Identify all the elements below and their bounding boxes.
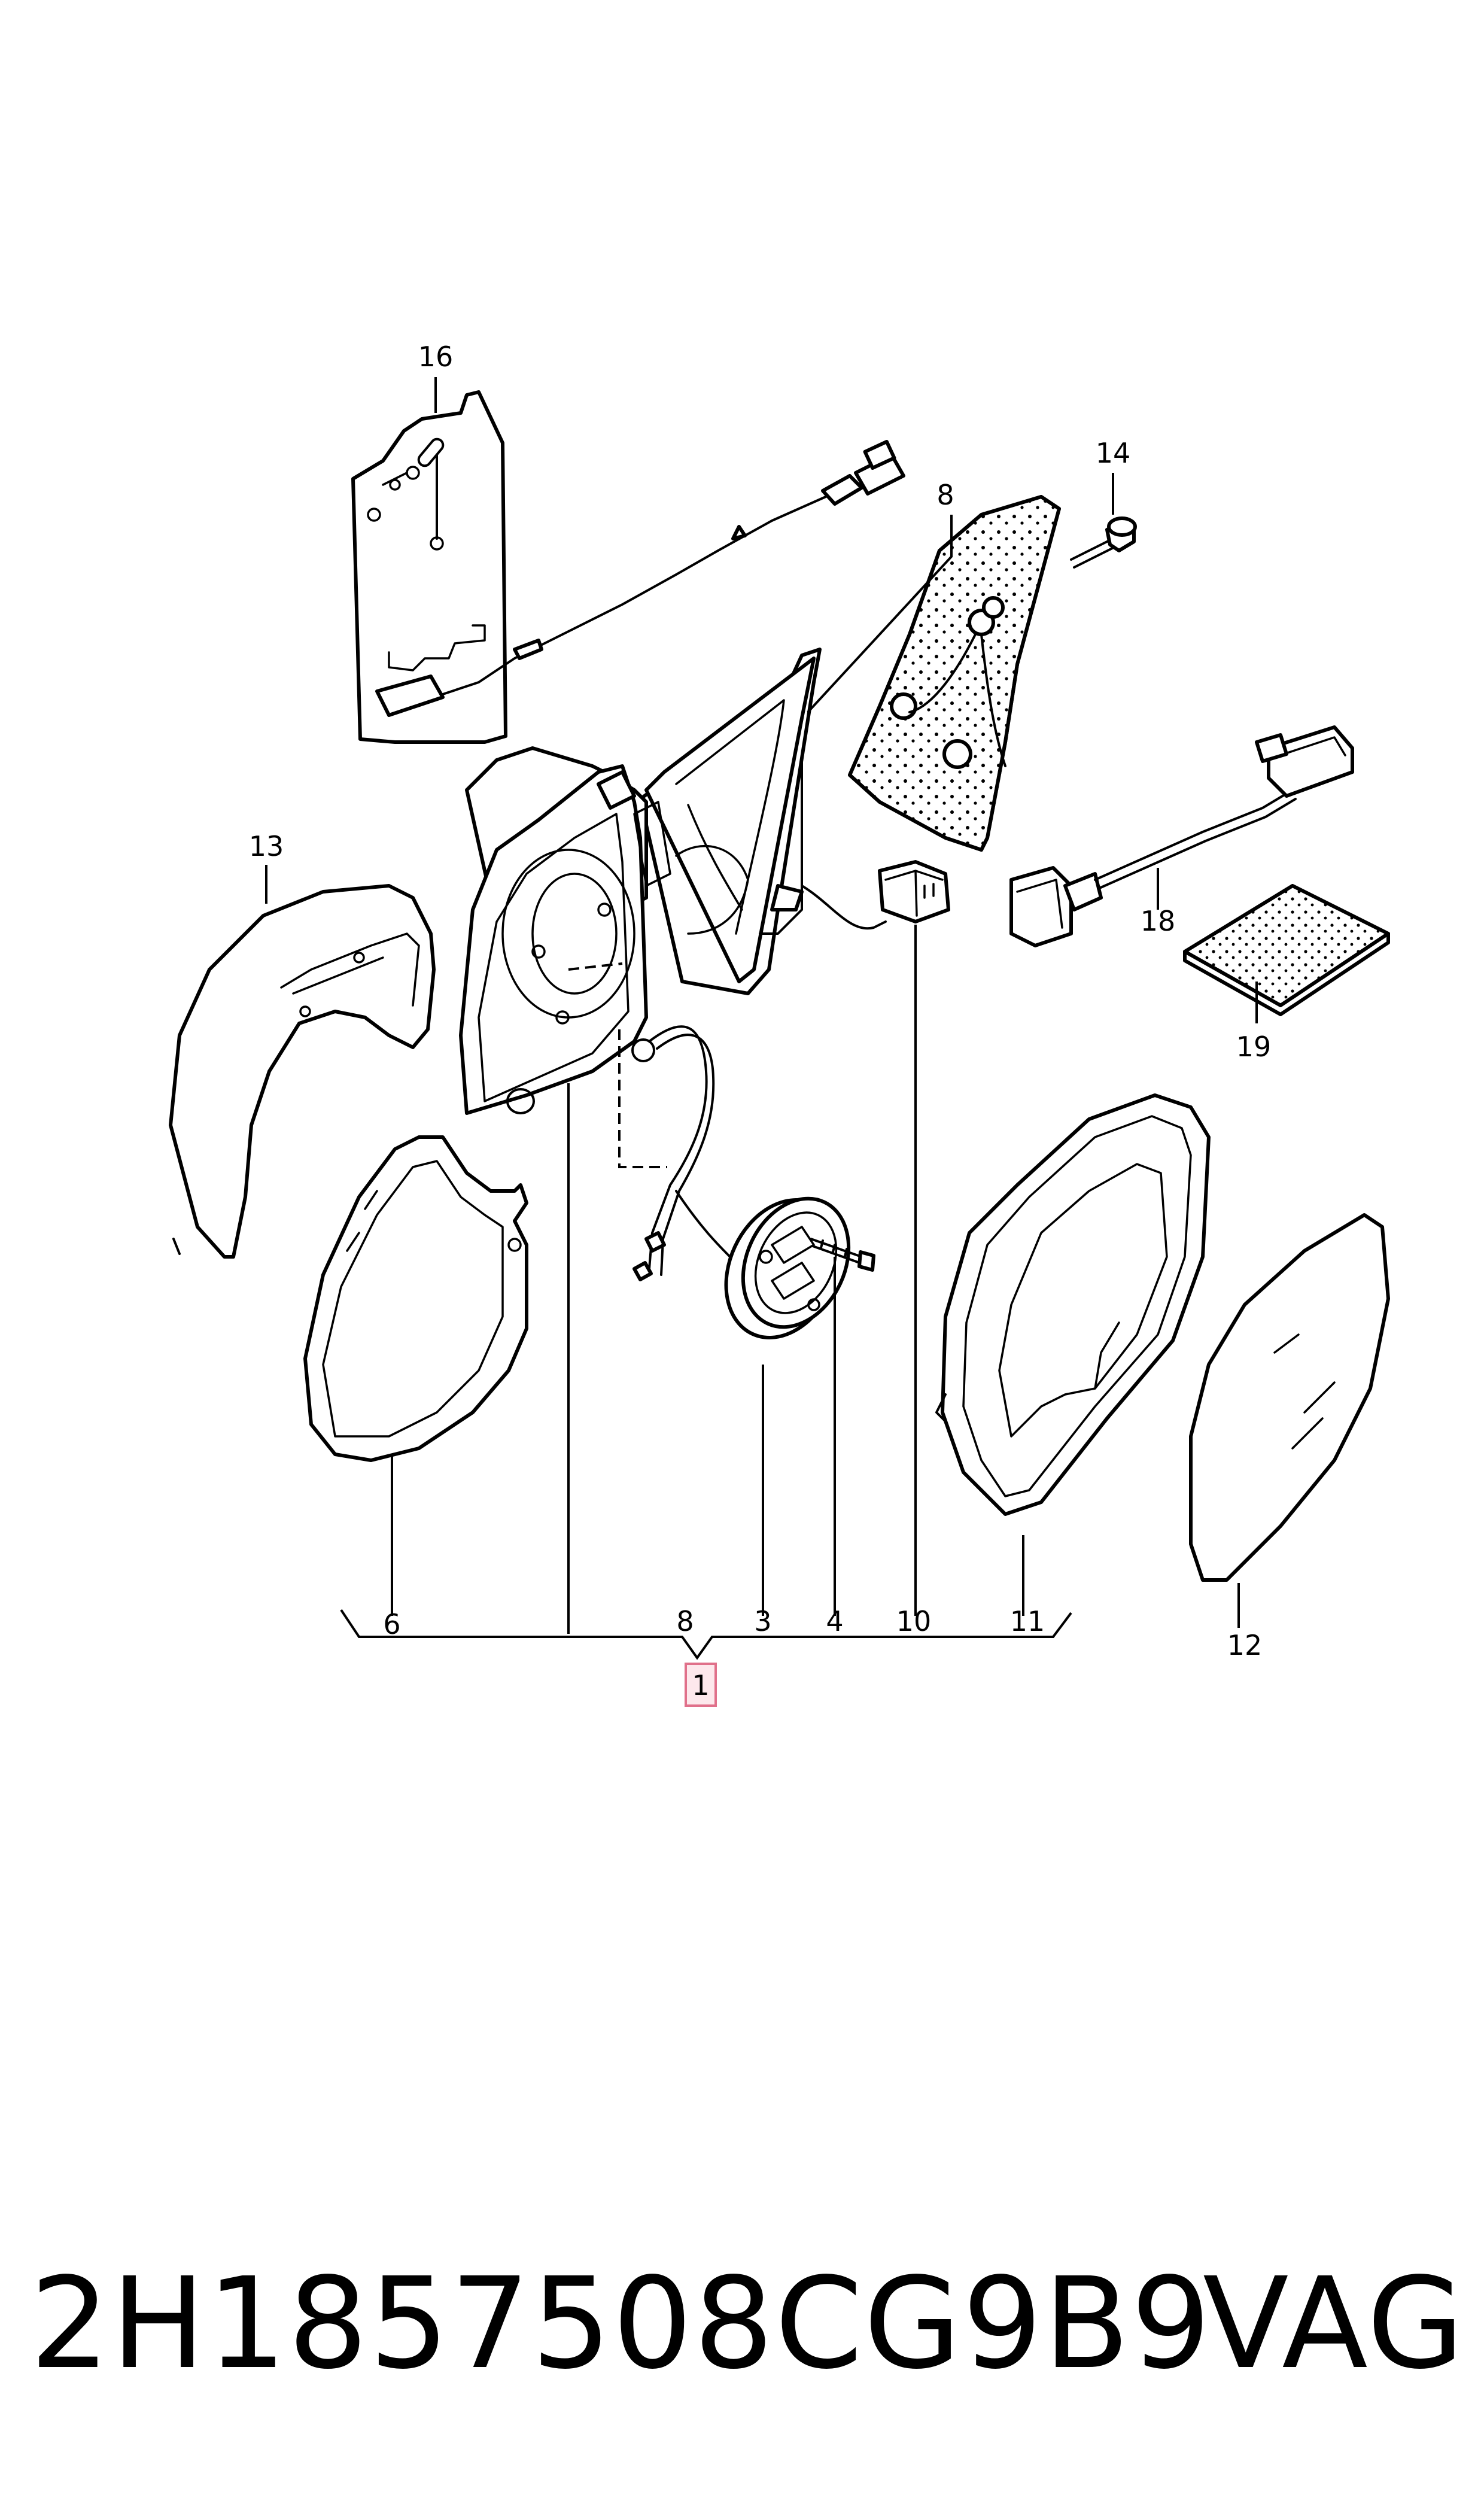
part-number: 2H1857508CG9B9 — [30, 2250, 1212, 2397]
part-14-bolt — [1070, 516, 1137, 569]
callout-18: 18 — [1141, 905, 1176, 937]
part-11-mirror-frame — [935, 1093, 1211, 1516]
part-19-adhesive-pad — [1183, 884, 1390, 1016]
callout-13: 13 — [249, 830, 284, 862]
part-12-mirror-glass — [1189, 1213, 1390, 1582]
part-18-wiring-harness — [1009, 725, 1354, 947]
callout-8-top: 8 — [936, 479, 954, 511]
callout-1-assembly: 1 — [685, 1663, 717, 1707]
brand-name: VAG — [1203, 2250, 1465, 2397]
callout-10: 10 — [896, 1605, 932, 1637]
footer: 2H1857508CG9B9 VAG — [0, 2250, 1484, 2397]
part-10-connector — [878, 860, 950, 923]
part-6-cover — [303, 1135, 528, 1462]
callout-16: 16 — [418, 341, 454, 373]
part-8-mirror-base-housing — [459, 648, 887, 1115]
callout-3: 3 — [754, 1605, 771, 1637]
callout-19: 19 — [1236, 1031, 1272, 1063]
callout-4: 4 — [826, 1605, 843, 1637]
part-3-adjust-motor — [724, 1196, 851, 1339]
callout-8-bottom: 8 — [676, 1605, 694, 1637]
part-13-mirror-cap — [169, 884, 436, 1259]
callout-12: 12 — [1227, 1629, 1263, 1661]
leader-lines — [265, 377, 1258, 1660]
wire-harness — [631, 1025, 731, 1281]
callout-6: 6 — [383, 1608, 400, 1640]
part-8-mounting-pad — [848, 495, 1061, 852]
callout-14: 14 — [1096, 437, 1131, 469]
part-16-mounting-plate — [351, 390, 905, 744]
callout-1: 1 — [692, 1669, 709, 1701]
part-4-screw — [810, 1238, 875, 1272]
callout-11: 11 — [1010, 1605, 1045, 1637]
